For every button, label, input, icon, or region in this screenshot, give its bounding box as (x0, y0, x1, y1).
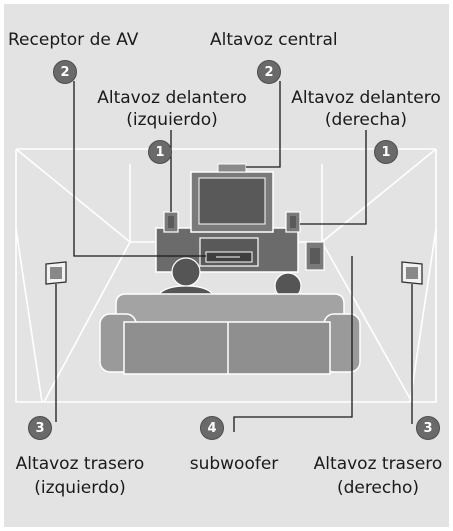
badge-av-receiver: 2 (53, 60, 77, 84)
subwoofer-box (305, 241, 325, 271)
front-left-label-line1: Altavoz delantero (97, 88, 247, 108)
badge-front-left: 1 (148, 140, 172, 164)
badge-subwoofer: 4 (200, 416, 224, 440)
diagram-panel: Receptor de AV Altavoz central Altavoz d… (4, 4, 449, 527)
badge-rear-right: 3 (416, 416, 440, 440)
av-receiver-label: Receptor de AV (8, 30, 139, 50)
rear-left-label-line2: (izquierdo) (34, 478, 126, 498)
rear-right-label-line1: Altavoz trasero (313, 454, 443, 474)
badge-rear-left: 3 (28, 416, 52, 440)
leader-lines (55, 81, 413, 432)
television (190, 163, 274, 233)
front-right-label-line1: Altavoz delantero (291, 88, 441, 108)
front-right-label-line2: (derecha) (324, 110, 408, 130)
rear-left-label-line1: Altavoz trasero (15, 454, 145, 474)
subwoofer-label: subwoofer (189, 454, 279, 474)
sofa (99, 293, 361, 375)
badge-front-right: 1 (374, 140, 398, 164)
rear-right-speaker (401, 261, 423, 285)
badge-center-speaker: 2 (257, 60, 281, 84)
front-right-speaker (285, 211, 301, 233)
center-speaker-label: Altavoz central (210, 30, 338, 50)
front-left-speaker (163, 211, 179, 233)
rear-left-speaker (45, 261, 67, 285)
front-left-label-line2: (izquierdo) (126, 110, 218, 130)
room-scene (15, 81, 437, 432)
rear-right-label-line2: (derecho) (336, 478, 420, 498)
